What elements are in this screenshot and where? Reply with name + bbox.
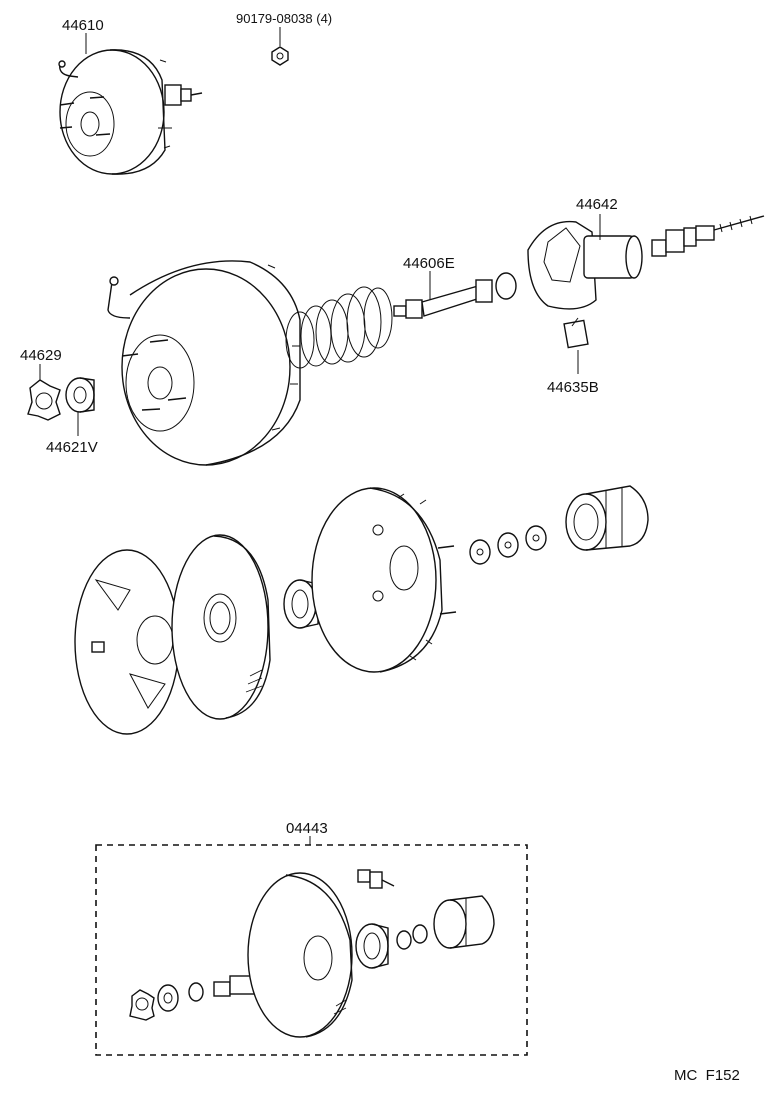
label-44610: 44610 [62,17,104,34]
push-rod-drawing [393,271,517,319]
washers-drawing [469,525,547,565]
label-04443: 04443 [286,820,328,837]
kit-parts-drawing [129,869,495,1038]
diaphragm-drawing [171,534,271,720]
figure-code: MC F152 [674,1067,740,1084]
rear-shell-drawing [74,549,180,735]
nut-drawing [271,27,289,66]
label-44629: 44629 [20,347,62,364]
rear-body-drawing [527,214,765,310]
label-44642: 44642 [576,196,618,213]
front-shell-drawing [107,260,301,466]
key-drawing [563,317,589,374]
label-44635b: 44635B [547,379,599,396]
plate-and-seal-drawing [27,364,95,436]
piston-plate-drawing [311,487,457,673]
booster-assembly-drawing [58,33,203,175]
boot-drawing [565,485,649,551]
label-44606e: 44606E [403,255,455,272]
kit-box [95,836,528,1056]
return-spring-drawing [285,286,393,369]
label-90179-08038: 90179-08038 (4) [236,11,332,26]
label-44621v: 44621V [46,439,98,456]
